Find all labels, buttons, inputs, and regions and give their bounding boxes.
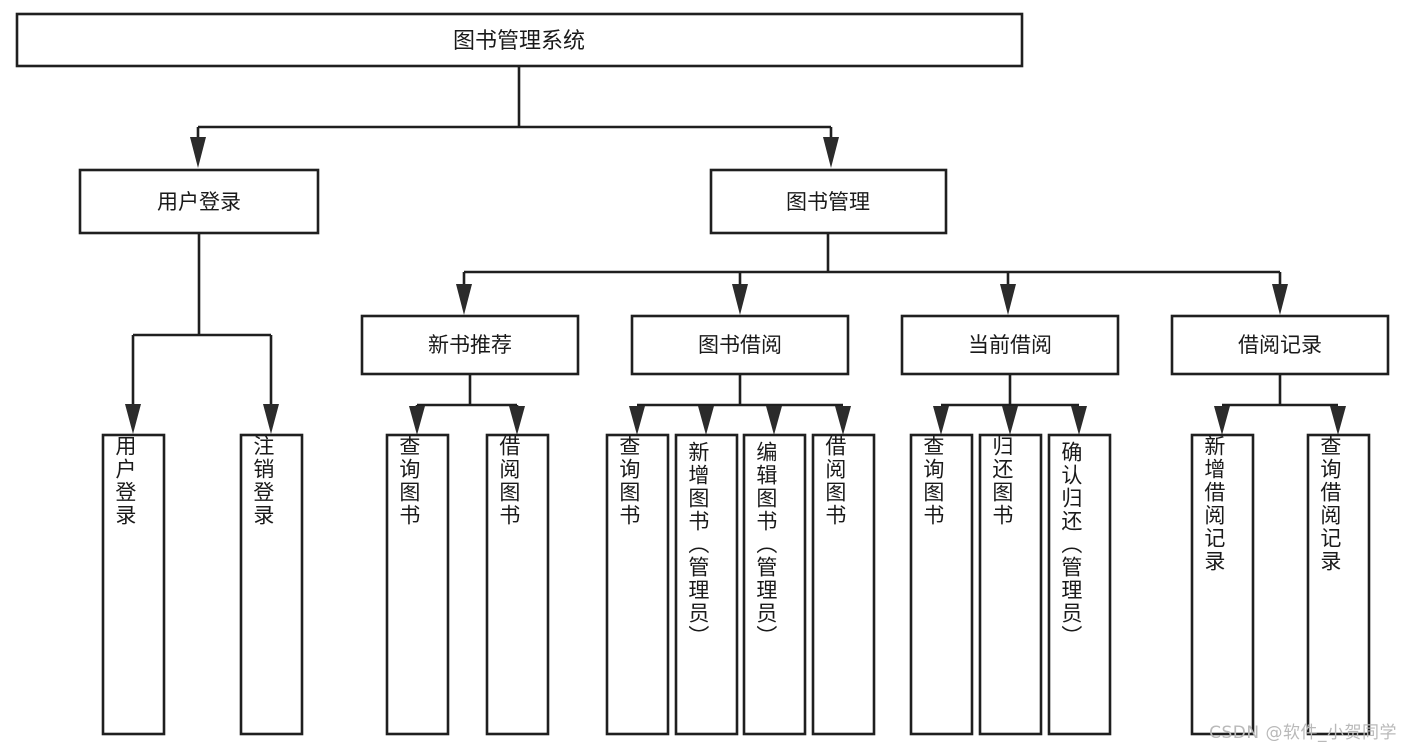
- node-borrow-record-label: 借阅记录: [1238, 333, 1322, 357]
- leaf-box-user-login-2[interactable]: [239, 433, 304, 736]
- watermark-text: CSDN @软件_小贺同学: [1209, 723, 1397, 743]
- leaf-box-bb-2[interactable]: [674, 433, 739, 736]
- node-borrow-record[interactable]: 借阅记录: [1170, 314, 1390, 376]
- node-new-book-recommend[interactable]: 新书推荐: [360, 314, 580, 376]
- arrowhead-leaf-cb-1: [933, 406, 949, 435]
- arrowhead-leaf-cb-2: [1002, 406, 1018, 435]
- arrowhead-leaf-bb-1: [629, 406, 645, 435]
- leaf-box-bb-3[interactable]: [742, 433, 807, 736]
- node-current-borrow-box[interactable]: [900, 314, 1120, 376]
- arrowhead-leaf-nbr-2: [509, 406, 525, 435]
- arrowhead-leaf-bb-4: [835, 406, 851, 435]
- node-book-management-box[interactable]: [709, 168, 948, 235]
- arrowhead-leaf-user-login-1: [125, 404, 141, 434]
- leaf-box-br-2[interactable]: [1306, 433, 1371, 736]
- node-root[interactable]: 图书管理系统: [15, 12, 1024, 68]
- node-book-borrow[interactable]: 图书借阅: [630, 314, 850, 376]
- node-root-box[interactable]: [15, 12, 1024, 68]
- leaf-box-nbr-1[interactable]: [385, 433, 450, 736]
- node-book-borrow-label: 图书借阅: [698, 333, 782, 357]
- leaf-box-user-login-1[interactable]: [101, 433, 166, 736]
- arrowhead-leaf-br-2: [1330, 406, 1346, 435]
- node-borrow-record-box[interactable]: [1170, 314, 1390, 376]
- node-current-borrow[interactable]: 当前借阅: [900, 314, 1120, 376]
- arrowhead-leaf-bb-3: [766, 406, 782, 435]
- arrowhead-to-borrow-record: [1272, 284, 1288, 315]
- arrowhead-to-current-borrow: [1000, 284, 1016, 315]
- leaf-box-bb-1[interactable]: [605, 433, 670, 736]
- node-book-management-label: 图书管理: [786, 190, 870, 214]
- arrowhead-leaf-nbr-1: [409, 406, 425, 435]
- node-current-borrow-label: 当前借阅: [968, 333, 1052, 357]
- leaf-box-cb-1[interactable]: [909, 433, 974, 736]
- arrowhead-leaf-cb-3: [1071, 406, 1087, 435]
- leaf-box-br-1[interactable]: [1190, 433, 1255, 736]
- leaf-box-bb-4[interactable]: [811, 433, 876, 736]
- node-book-borrow-box[interactable]: [630, 314, 850, 376]
- arrowhead-leaf-bb-2: [698, 406, 714, 435]
- node-new-book-recommend-label: 新书推荐: [428, 333, 512, 357]
- leaf-box-cb-2[interactable]: [978, 433, 1043, 736]
- node-root-label: 图书管理系统: [453, 29, 585, 54]
- arrowhead-to-new-book-rec: [456, 284, 472, 315]
- arrowhead-leaf-user-login-2: [263, 404, 279, 434]
- node-new-book-recommend-box[interactable]: [360, 314, 580, 376]
- leaf-box-nbr-2[interactable]: [485, 433, 550, 736]
- arrowhead-leaf-br-1: [1214, 406, 1230, 435]
- arrowhead-to-book-management: [823, 137, 839, 168]
- arrowhead-to-user-login: [190, 137, 206, 168]
- arrowhead-to-book-borrow: [732, 284, 748, 315]
- node-user-login-label: 用户登录: [157, 190, 241, 214]
- leaf-box-cb-3[interactable]: [1047, 433, 1112, 736]
- node-user-login[interactable]: 用户登录: [78, 168, 320, 235]
- node-book-management[interactable]: 图书管理: [709, 168, 948, 235]
